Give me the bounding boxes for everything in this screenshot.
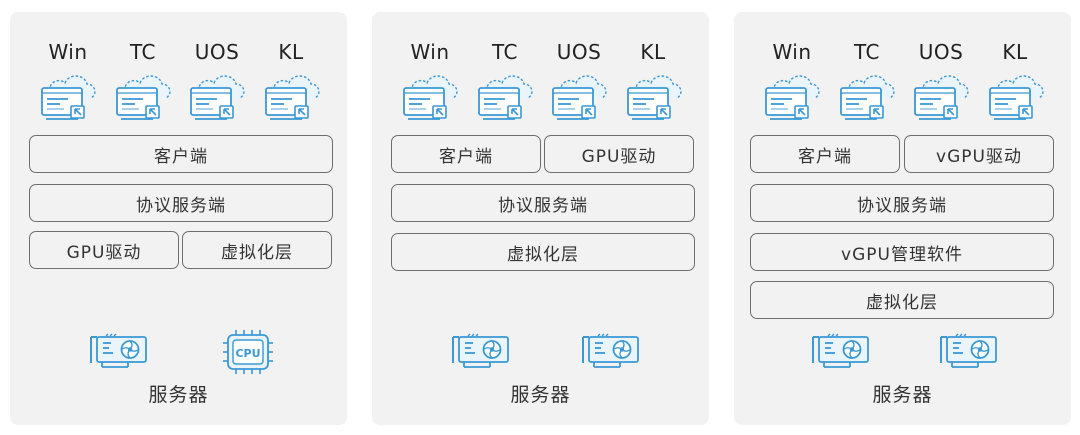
gpu-card-icon [580, 331, 644, 375]
cpu-chip-icon: CPU [222, 329, 274, 379]
os-label-tc: TC [129, 40, 156, 64]
gpu-card-icon [450, 331, 514, 375]
cloud-desktop-icon [38, 70, 100, 128]
panel-gpu-passthrough-cpu: Win TC UOS KL 客户端 协议服务端 GPU驱动 虚拟化层 [10, 12, 347, 425]
panel-gpu-passthrough: Win TC UOS KL 客户端 GPU驱动 协议服务端 虚拟化层 [372, 12, 709, 425]
layer-protocol-server: 协议服务端 [29, 184, 333, 222]
layer-virtualization: 虚拟化层 [391, 233, 695, 271]
gpu-card-icon [938, 331, 1002, 375]
cloud-desktop-icon [549, 70, 611, 128]
gpu-card-icon [88, 331, 152, 375]
layer-vgpu-management: vGPU管理软件 [750, 233, 1054, 271]
layer-vgpu-driver: vGPU驱动 [904, 135, 1054, 173]
os-label-win: Win [410, 40, 450, 64]
vm-icon-row [372, 70, 709, 130]
os-label-row: Win TC UOS KL [734, 40, 1071, 66]
vm-icon-row [10, 70, 347, 130]
cloud-desktop-icon [475, 70, 537, 128]
layer-gpu-driver: GPU驱动 [29, 231, 179, 269]
layer-protocol-server: 协议服务端 [391, 184, 695, 222]
server-label: 服务器 [148, 384, 209, 406]
vm-icon-row [734, 70, 1071, 130]
layer-client: 客户端 [29, 135, 333, 173]
layer-gpu-driver: GPU驱动 [544, 135, 694, 173]
cloud-desktop-icon [986, 70, 1048, 128]
cloud-desktop-icon [837, 70, 899, 128]
layer-virtualization: 虚拟化层 [750, 281, 1054, 319]
cpu-label: CPU [235, 347, 260, 360]
cloud-desktop-icon [624, 70, 686, 128]
os-label-row: Win TC UOS KL [372, 40, 709, 66]
layer-client: 客户端 [750, 135, 900, 173]
cloud-desktop-icon [400, 70, 462, 128]
cloud-desktop-icon [187, 70, 249, 128]
os-label-tc: TC [853, 40, 880, 64]
cloud-desktop-icon [113, 70, 175, 128]
server-label: 服务器 [510, 384, 571, 406]
cloud-desktop-icon [911, 70, 973, 128]
os-label-win: Win [772, 40, 812, 64]
os-label-kl: KL [640, 40, 666, 64]
os-label-uos: UOS [918, 40, 964, 64]
os-label-uos: UOS [194, 40, 240, 64]
os-label-kl: KL [1002, 40, 1028, 64]
os-label-row: Win TC UOS KL [10, 40, 347, 66]
layer-virtualization: 虚拟化层 [182, 231, 332, 269]
cloud-desktop-icon [262, 70, 324, 128]
layer-client: 客户端 [391, 135, 541, 173]
os-label-uos: UOS [556, 40, 602, 64]
os-label-kl: KL [278, 40, 304, 64]
os-label-win: Win [48, 40, 88, 64]
layer-protocol-server: 协议服务端 [750, 184, 1054, 222]
server-label: 服务器 [872, 384, 933, 406]
os-label-tc: TC [491, 40, 518, 64]
gpu-card-icon [810, 331, 874, 375]
cloud-desktop-icon [762, 70, 824, 128]
panel-vgpu: Win TC UOS KL 客户端 vGPU驱动 协议服务端 vGPU [734, 12, 1071, 425]
